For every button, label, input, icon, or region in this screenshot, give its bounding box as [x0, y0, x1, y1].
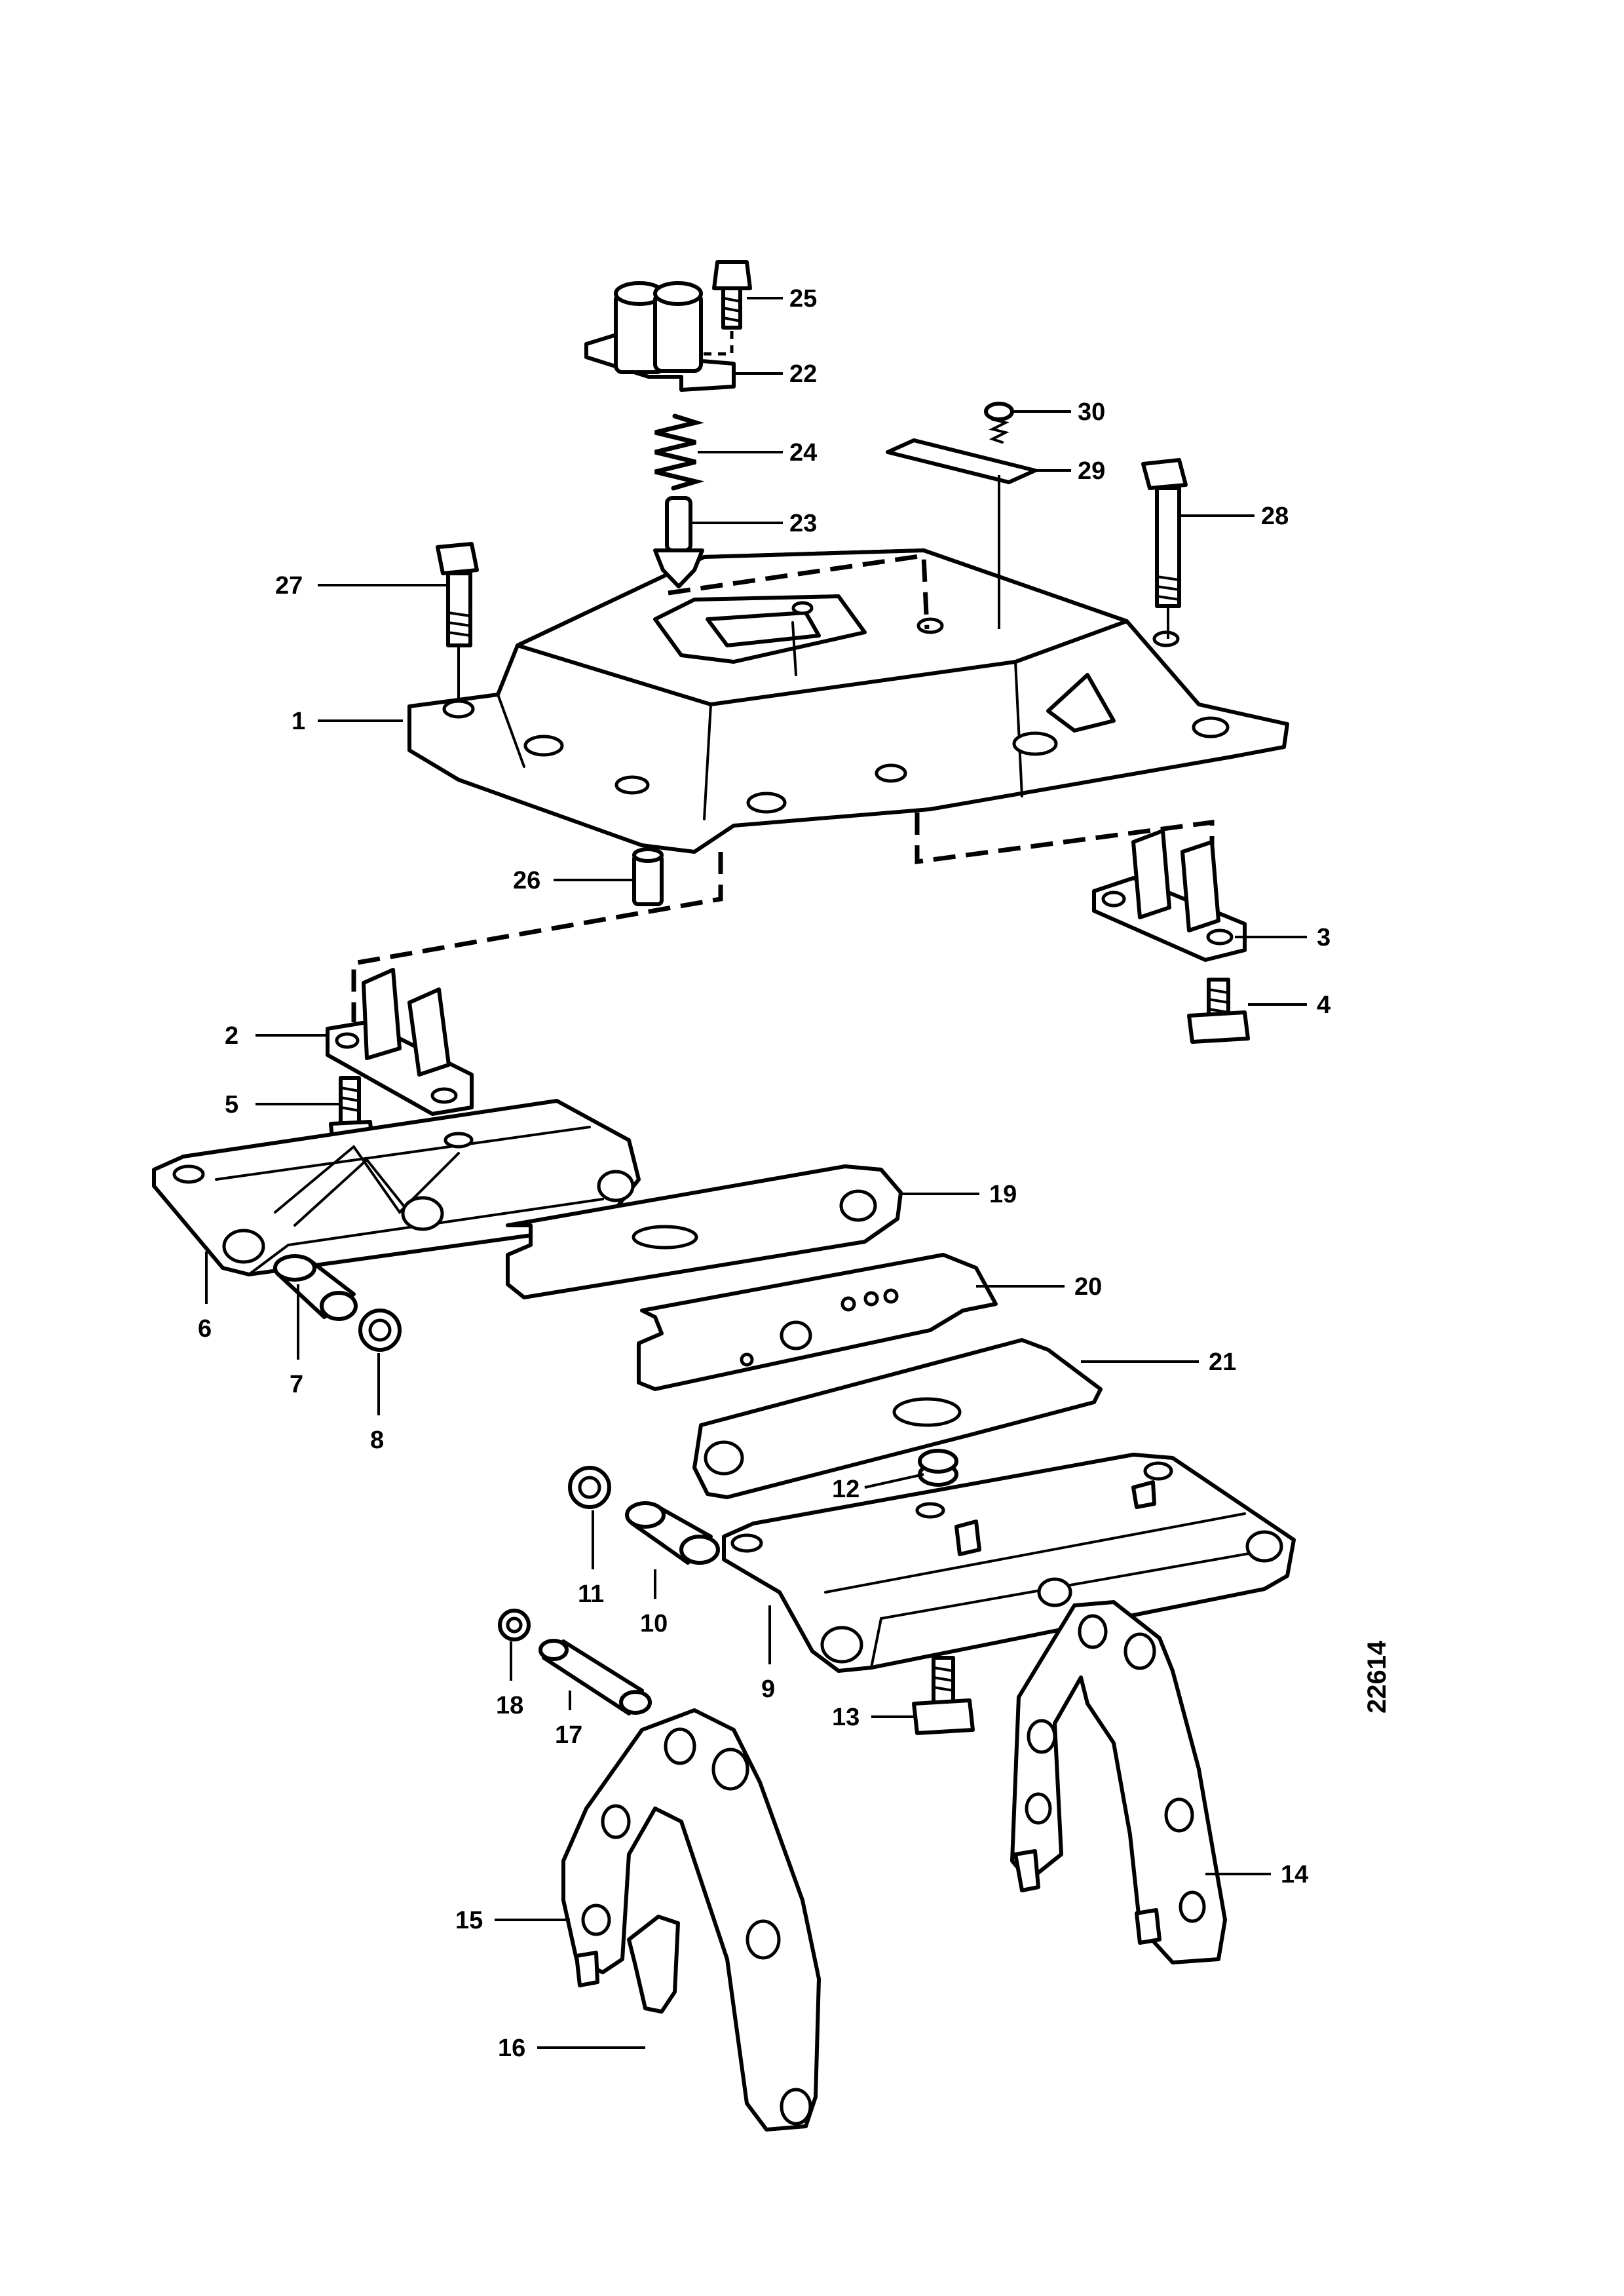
detent-block — [584, 281, 736, 392]
plate-20 — [637, 1253, 998, 1391]
bolt-25 — [698, 260, 752, 356]
figure-number: 22614 — [1363, 1640, 1391, 1713]
callout-12: 12 — [832, 1476, 859, 1503]
callout-19: 19 — [989, 1181, 1017, 1208]
cover-housing — [407, 548, 1289, 854]
screw-30 — [984, 402, 1014, 444]
pin-7 — [273, 1254, 358, 1321]
callout-15: 15 — [455, 1907, 483, 1934]
bolt-4 — [1187, 978, 1250, 1044]
bracket-3 — [1092, 829, 1247, 962]
rail-9 — [722, 1453, 1296, 1673]
callout-4: 4 — [1317, 991, 1331, 1019]
callout-8: 8 — [370, 1426, 384, 1454]
callout-13: 13 — [832, 1704, 859, 1731]
rail-6 — [152, 1099, 641, 1276]
callout-10: 10 — [640, 1610, 668, 1637]
pin-10 — [625, 1501, 720, 1565]
callout-2: 2 — [225, 1022, 238, 1050]
pad-16 — [627, 1915, 680, 2014]
nut-12 — [918, 1449, 958, 1487]
plunger-23 — [653, 496, 704, 588]
callout-1: 1 — [292, 708, 305, 735]
bolt-27 — [436, 542, 479, 698]
plate-21 — [692, 1338, 1103, 1499]
ring-11 — [568, 1466, 611, 1509]
callout-17: 17 — [555, 1721, 582, 1749]
callout-5: 5 — [225, 1091, 238, 1119]
callout-29: 29 — [1078, 457, 1105, 485]
callout-20: 20 — [1074, 1273, 1102, 1301]
callout-23: 23 — [789, 510, 817, 537]
fork-14 — [1010, 1600, 1227, 1964]
spring-24 — [654, 413, 705, 491]
callout-30: 30 — [1078, 398, 1105, 426]
callout-26: 26 — [513, 867, 540, 894]
callout-24: 24 — [789, 439, 817, 467]
callout-27: 27 — [275, 572, 303, 600]
callout-9: 9 — [761, 1675, 775, 1703]
callout-labels: 25 22 24 23 30 29 28 27 1 26 3 4 — [198, 285, 1331, 2062]
callout-16: 16 — [498, 2035, 525, 2062]
callout-11: 11 — [578, 1580, 604, 1608]
callout-22: 22 — [789, 360, 817, 388]
clip-18 — [498, 1609, 531, 1641]
callout-7: 7 — [290, 1371, 303, 1398]
bolt-28 — [1141, 458, 1188, 639]
bracket-2 — [326, 968, 474, 1116]
callout-6: 6 — [198, 1315, 212, 1343]
callout-28: 28 — [1261, 503, 1289, 530]
callout-21: 21 — [1209, 1349, 1236, 1376]
plate-19 — [506, 1164, 903, 1299]
bolt-13 — [912, 1656, 975, 1735]
pin-17 — [538, 1639, 652, 1715]
ring-8 — [358, 1309, 402, 1352]
callout-18: 18 — [496, 1692, 523, 1719]
fork-15 — [561, 1708, 821, 2132]
dowel-26 — [632, 847, 664, 906]
callout-14: 14 — [1281, 1861, 1308, 1888]
callout-3: 3 — [1317, 924, 1331, 951]
callout-25: 25 — [789, 285, 817, 313]
